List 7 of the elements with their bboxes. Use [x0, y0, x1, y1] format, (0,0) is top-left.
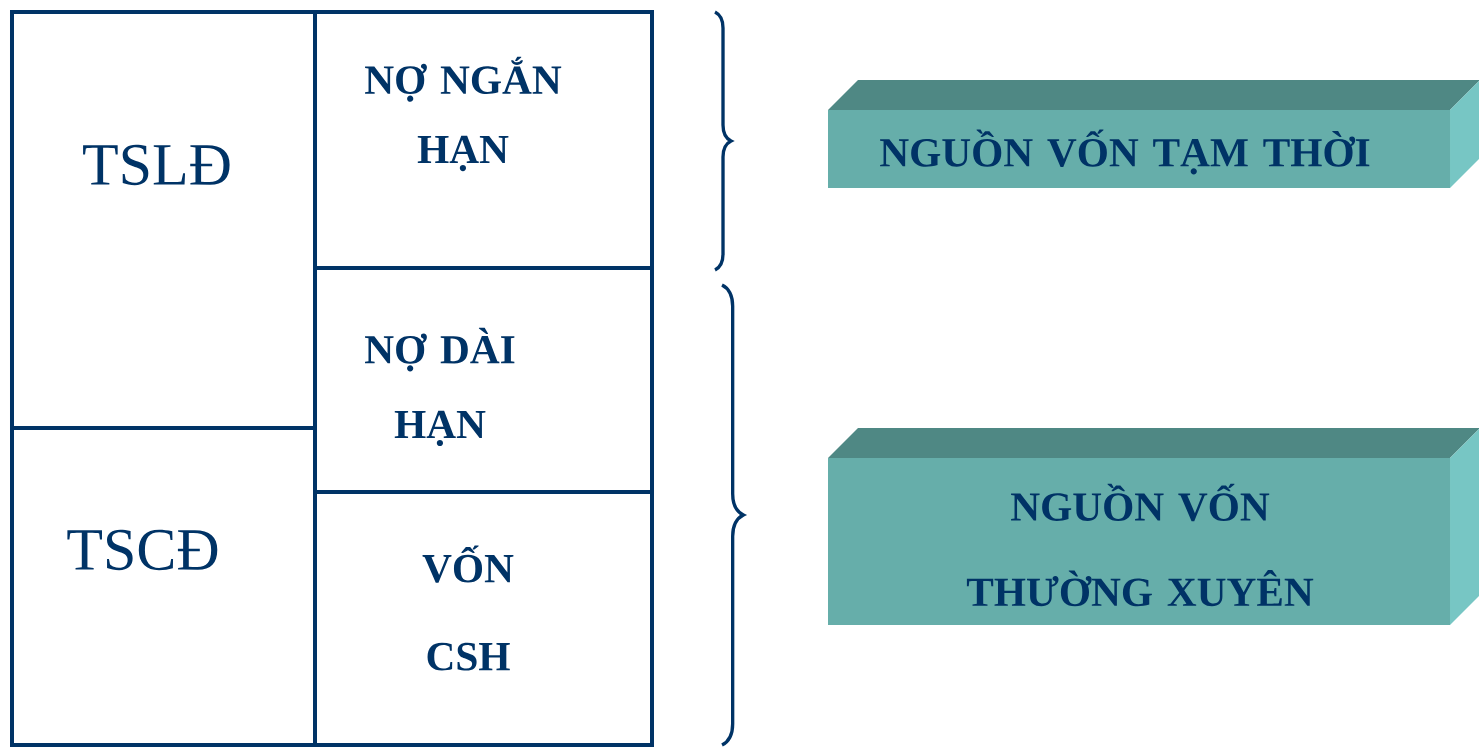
block-box: NGUỒN VỐN TẠM THỜI: [828, 80, 1479, 188]
table-cell: NỢ NGẮN HẠN: [313, 10, 654, 270]
table-cell: TSLĐ: [10, 10, 317, 430]
table-cell: NỢ DÀI HẠN: [313, 266, 654, 494]
table-cell: TSCĐ: [10, 426, 317, 747]
block-box: NGUỒN VỐN THƯỜNG XUYÊN: [828, 428, 1479, 625]
table-cell: VỐN CSH: [313, 490, 654, 747]
